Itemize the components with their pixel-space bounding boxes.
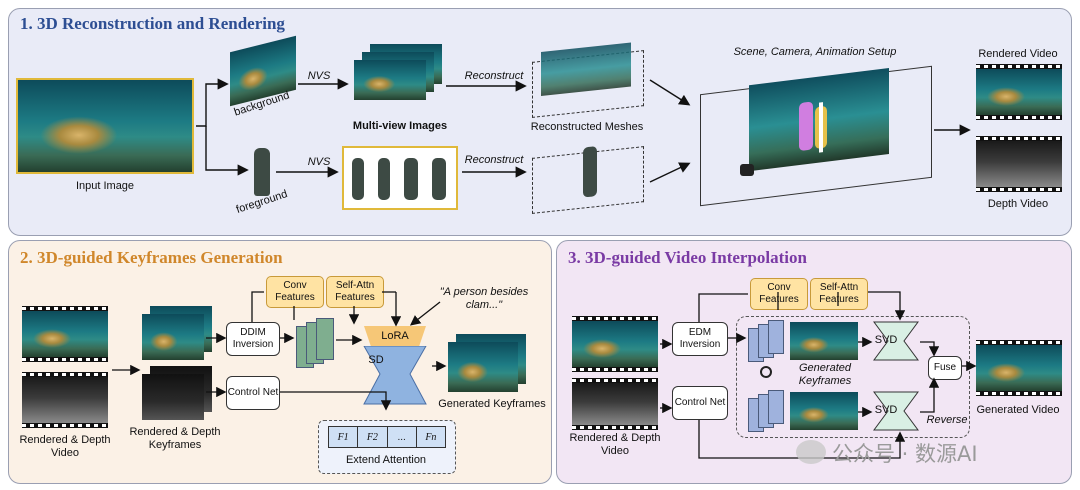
p3-controlnet-box: Control Net bbox=[672, 386, 728, 420]
svd-top-label: SVD bbox=[874, 334, 898, 346]
lora-block bbox=[364, 326, 426, 348]
depth-video-label: Depth Video bbox=[987, 198, 1049, 210]
p3-keyframe-top bbox=[790, 322, 858, 360]
lora-label: LoRA bbox=[381, 330, 409, 342]
p2-keyframes-label: Rendered & Depth Keyframes bbox=[129, 426, 221, 451]
p2-keyframe-front bbox=[142, 314, 204, 360]
panel2-title: 2. 3D-guided Keyframes Generation bbox=[20, 248, 283, 267]
frame-f2: F2 bbox=[358, 427, 388, 447]
p3-selfattn-features: Self-Attn Features bbox=[810, 278, 868, 310]
camera-icon bbox=[740, 164, 754, 176]
panel2-arrows bbox=[112, 291, 447, 411]
svd-bottom-label: SVD bbox=[874, 404, 898, 416]
watermark-logo-icon bbox=[796, 440, 826, 464]
p2-input-label: Rendered & Depth Video bbox=[19, 434, 111, 459]
p3-generated-keyframes-label: Generated Keyframes bbox=[798, 362, 852, 387]
svd-bottom-block bbox=[873, 391, 919, 431]
p2-depth-film bbox=[22, 372, 108, 428]
input-image-label: Input Image bbox=[75, 180, 135, 192]
p2-conv-features: Conv Features bbox=[266, 276, 324, 308]
p3-stack-top-3 bbox=[768, 320, 784, 354]
p2-generated-front bbox=[448, 342, 518, 392]
reverse-label: Reverse bbox=[926, 414, 968, 426]
sd-label: SD bbox=[368, 354, 384, 366]
extend-attention-label: Extend Attention bbox=[345, 454, 427, 466]
p2-feature-stack-3 bbox=[316, 318, 334, 360]
cycle-icon bbox=[760, 366, 772, 378]
meshes-label: Reconstructed Meshes bbox=[530, 121, 644, 133]
p2-selfattn-features: Self-Attn Features bbox=[326, 276, 384, 308]
ddim-inversion-box: DDIM Inversion bbox=[226, 322, 280, 356]
reconstruct-top-label: Reconstruct bbox=[464, 70, 524, 82]
p2-generated-label: Generated Keyframes bbox=[438, 398, 546, 410]
reconstruct-bottom-label: Reconstruct bbox=[464, 154, 524, 166]
p3-rendered-film bbox=[572, 316, 658, 372]
multiview-image-front bbox=[354, 60, 426, 100]
panel1-arrows bbox=[196, 78, 971, 183]
p2-depthframe-front bbox=[142, 374, 204, 420]
scene-setup-label: Scene, Camera, Animation Setup bbox=[733, 46, 897, 58]
interp-dashed-box bbox=[736, 316, 970, 438]
p2-rendered-film bbox=[22, 306, 108, 362]
edm-inversion-box: EDM Inversion bbox=[672, 322, 728, 356]
p3-stack-bottom-3 bbox=[768, 390, 784, 424]
panel3-title: 3. 3D-guided Video Interpolation bbox=[568, 248, 807, 267]
fuse-box: Fuse bbox=[928, 356, 962, 380]
panel1-title: 1. 3D Reconstruction and Rendering bbox=[20, 14, 285, 33]
p3-conv-features: Conv Features bbox=[750, 278, 808, 310]
svd-top-block bbox=[873, 321, 919, 361]
p3-input-label: Rendered & Depth Video bbox=[569, 432, 661, 457]
nvs-bottom-label: NVS bbox=[307, 156, 331, 168]
prompt-text: "A person besides clam..." bbox=[439, 286, 529, 311]
p3-keyframe-bottom bbox=[790, 392, 858, 430]
p3-depth-film bbox=[572, 378, 658, 430]
sd-block bbox=[363, 346, 427, 405]
foreground-figure bbox=[254, 148, 270, 196]
watermark-text: 公众号 · 数源AI bbox=[832, 442, 978, 466]
frame-f1: F1 bbox=[329, 427, 359, 447]
frame-ellipsis: ... bbox=[388, 427, 417, 447]
rendered-video-film bbox=[976, 64, 1062, 120]
nvs-top-label: NVS bbox=[307, 70, 331, 82]
input-image bbox=[16, 78, 194, 174]
p3-output-label: Generated Video bbox=[976, 404, 1060, 416]
frames-row: F1 F2 ... Fn bbox=[328, 426, 446, 448]
foreground-views-box bbox=[342, 146, 458, 210]
rendered-video-label: Rendered Video bbox=[978, 48, 1058, 60]
depth-video-film bbox=[976, 136, 1062, 192]
p3-generated-film bbox=[976, 340, 1062, 396]
multiview-label: Multi-view Images bbox=[352, 120, 448, 132]
frame-fn: Fn bbox=[425, 431, 437, 443]
